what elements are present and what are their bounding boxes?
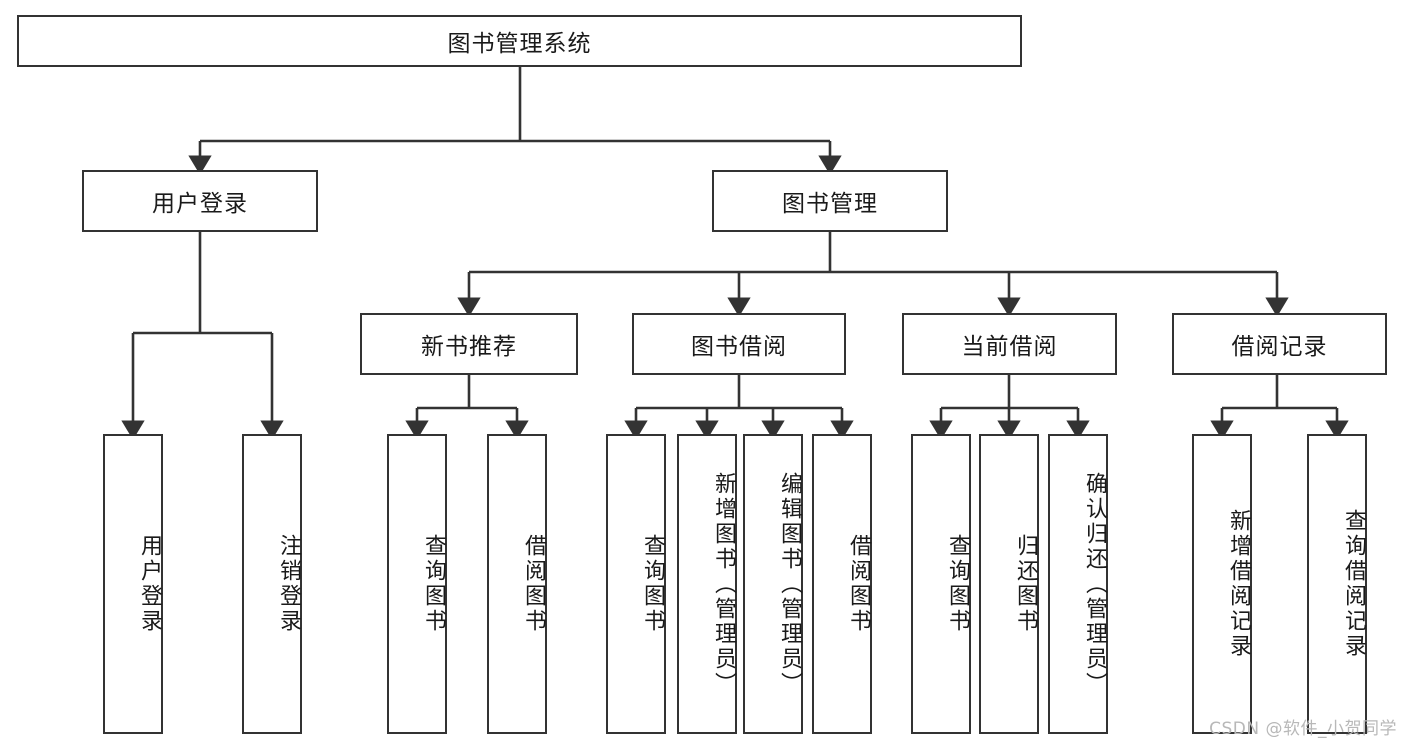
node-book-borrow-label: 图书借阅 xyxy=(691,334,787,360)
leaf-query-book-current-label: 查询图书 xyxy=(945,534,970,634)
leaf-confirm-return-admin-label: 确认归还（管理员） xyxy=(1082,471,1107,697)
node-book-manage-label: 图书管理 xyxy=(782,191,878,217)
csdn-watermark: CSDN @软件_小贺同学 xyxy=(1209,719,1397,739)
node-borrow-records-label: 借阅记录 xyxy=(1231,334,1328,360)
node-root[interactable]: 图书管理系统 xyxy=(17,15,1022,67)
leaf-logout[interactable]: 注销登录 xyxy=(242,434,302,734)
leaf-borrow-book-recommend[interactable]: 借阅图书 xyxy=(487,434,547,734)
leaf-user-login[interactable]: 用户登录 xyxy=(103,434,163,734)
node-new-book-recommend[interactable]: 新书推荐 xyxy=(360,313,578,375)
leaf-add-borrow-record[interactable]: 新增借阅记录 xyxy=(1192,434,1252,734)
leaf-query-book-current[interactable]: 查询图书 xyxy=(911,434,971,734)
leaf-query-book-borrow[interactable]: 查询图书 xyxy=(606,434,666,734)
leaf-query-borrow-record[interactable]: 查询借阅记录 xyxy=(1307,434,1367,734)
leaf-add-book-admin[interactable]: 新增图书（管理员） xyxy=(677,434,737,734)
node-current-borrow-label: 当前借阅 xyxy=(961,334,1058,360)
node-borrow-records[interactable]: 借阅记录 xyxy=(1172,313,1387,375)
node-current-borrow[interactable]: 当前借阅 xyxy=(902,313,1117,375)
leaf-edit-book-admin-label: 编辑图书（管理员） xyxy=(777,471,802,697)
node-book-manage[interactable]: 图书管理 xyxy=(712,170,948,232)
leaf-return-book[interactable]: 归还图书 xyxy=(979,434,1039,734)
node-new-book-recommend-label: 新书推荐 xyxy=(421,334,517,360)
leaf-return-book-label: 归还图书 xyxy=(1013,534,1038,634)
leaf-query-borrow-record-label: 查询借阅记录 xyxy=(1341,509,1366,659)
node-book-borrow[interactable]: 图书借阅 xyxy=(632,313,846,375)
leaf-borrow-book[interactable]: 借阅图书 xyxy=(812,434,872,734)
leaf-add-book-admin-label: 新增图书（管理员） xyxy=(711,471,736,697)
leaf-confirm-return-admin[interactable]: 确认归还（管理员） xyxy=(1048,434,1108,734)
leaf-query-book-borrow-label: 查询图书 xyxy=(640,534,665,634)
node-user-login-label: 用户登录 xyxy=(152,191,248,217)
leaf-user-login-label: 用户登录 xyxy=(137,534,162,634)
leaf-borrow-book-recommend-label: 借阅图书 xyxy=(521,534,546,634)
leaf-borrow-book-label: 借阅图书 xyxy=(846,534,871,634)
node-user-login[interactable]: 用户登录 xyxy=(82,170,318,232)
node-root-label: 图书管理系统 xyxy=(447,31,592,57)
leaf-query-book-recommend[interactable]: 查询图书 xyxy=(387,434,447,734)
leaf-edit-book-admin[interactable]: 编辑图书（管理员） xyxy=(743,434,803,734)
leaf-logout-label: 注销登录 xyxy=(276,534,301,634)
leaf-query-book-recommend-label: 查询图书 xyxy=(421,534,446,634)
leaf-add-borrow-record-label: 新增借阅记录 xyxy=(1226,509,1251,659)
